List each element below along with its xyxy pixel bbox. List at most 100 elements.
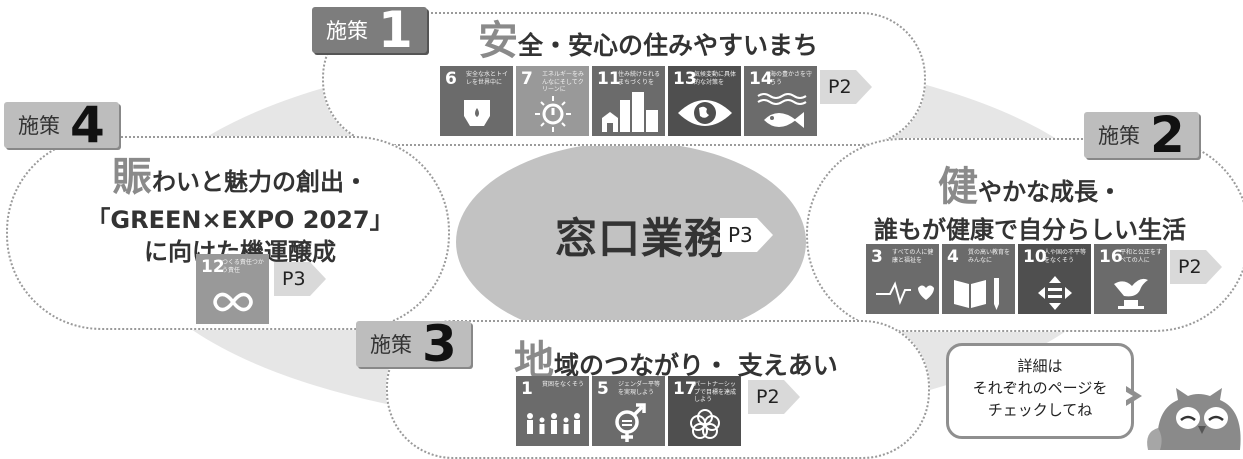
sdg-caption: つくる責任つかう責任 [222,259,264,274]
measure-1-sdg-icons: 6 安全な水とトイレを世界中に 7 エネルギーをみんなにそしてクリーンに 11 … [440,66,817,136]
title-rest: 全・安心の住みやすいまち [518,31,819,60]
page-ref-arrow-icon [783,380,800,414]
sdg-card[interactable]: 17 パートナーシップで目標を達成しよう [668,376,741,446]
page-ref-arrow-icon [855,70,872,104]
title-first-char: 安 [478,18,518,64]
sdg-card[interactable]: 3 すべての人に健康と福祉を [866,244,939,314]
page-ref-label: P2 [1170,250,1206,284]
sdg-number: 17 [673,379,697,399]
sdg-card[interactable]: 13 気候変動に具体的な対策を [668,66,741,136]
sdg-card[interactable]: 14 海の豊かさを守ろう [744,66,817,136]
family-icon [527,413,580,434]
page-ref-label: P2 [820,70,856,104]
center-page-ref[interactable]: P3 [720,218,773,252]
title-first-char: 賑 [112,154,152,200]
page-ref-arrow-icon [756,218,773,252]
title-first-char: 健 [938,164,978,210]
sdg-caption: 貧困をなくそう [542,381,585,388]
sdg-number: 11 [597,69,621,89]
page-ref-arrow-icon [309,262,326,296]
title-rest: やかな成長・ [978,178,1122,206]
title-rest: わいと魅力の創出・ [152,168,368,196]
measure-tag-number: 4 [70,96,105,154]
title-line-2: 「GREEN×EXPO 2027」 [86,206,394,234]
water-drop-icon [464,100,490,126]
measure-tag-label: 施策 [1098,124,1140,148]
sdg-number: 13 [673,69,697,89]
measure-3-title: 地域のつながり・ 支えあい [514,334,838,388]
sdg-number: 14 [749,69,773,89]
book-pencil-icon [954,278,999,310]
measure-4-sdg-icons: 12 つくる責任つかう責任 [196,254,269,324]
sdg-card[interactable]: 1 貧困をなくそう [516,376,589,446]
sdg-number: 5 [597,379,609,399]
infinity-loop-icon [213,292,253,312]
title-rest: 域のつながり・ 支えあい [554,351,838,380]
speech-line-1: 詳細は [1017,357,1063,375]
measure-3-tag: 施策 3 [356,315,471,373]
measure-tag-number: 2 [1150,106,1185,164]
sdg-card[interactable]: 4 質の高い教育をみんなに [942,244,1015,314]
sdg-card[interactable]: 16 平和と公正をすべての人に [1094,244,1167,314]
sdg-number: 7 [521,69,533,89]
owl-mascot-icon [1147,388,1241,450]
sdg-caption: すべての人に健康と福祉を [892,249,934,264]
sdg-caption: 人や国の不平等をなくそう [1044,249,1087,264]
sdg-card[interactable]: 5 ジェンダー平等を実現しよう [592,376,665,446]
equality-arrows-icon [1038,276,1072,310]
sdg-card[interactable]: 10 人や国の不平等をなくそう [1018,244,1091,314]
sdg-caption: 気候変動に具体的な対策を [694,71,737,86]
page-ref-label: P3 [720,218,757,252]
title-line-2: 誰もが健康で自分らしい生活 [874,216,1186,244]
sdg-caption: 安全な水とトイレを世界中に [466,71,509,86]
sdg-caption: ジェンダー平等を実現しよう [618,381,661,396]
sdg-caption: エネルギーをみんなにそしてクリーンに [542,71,585,93]
sdg-card[interactable]: 11 住み続けられるまちづくりを [592,66,665,136]
measure-tag-number: 1 [378,1,413,59]
sdg-number: 12 [201,257,225,277]
fish-waves-icon [757,93,807,128]
sdg-number: 4 [947,247,959,267]
measure-1-page-ref[interactable]: P2 [820,70,872,104]
measure-3-page-ref[interactable]: P2 [748,380,800,414]
city-buildings-icon [602,92,658,132]
sdg-caption: パートナーシップで目標を達成しよう [694,381,737,403]
sdg-caption: 住み続けられるまちづくりを [618,71,661,86]
measure-tag-label: 施策 [326,19,368,43]
eye-earth-icon [678,100,732,126]
sdg-number: 3 [871,247,883,267]
sdg-number: 10 [1023,247,1047,267]
sdg-caption: 平和と公正をすべての人に [1120,249,1163,264]
speech-bubble: 詳細は それぞれのページを チェックしてね [946,343,1134,439]
measure-4-tag: 施策 4 [4,96,119,154]
sdg-number: 16 [1099,247,1123,267]
sdg-number: 1 [521,379,533,399]
gender-equality-icon [615,403,646,442]
speech-line-3: チェックしてね [987,400,1093,419]
heartbeat-icon [876,281,934,306]
page-ref-label: P2 [748,380,784,414]
measure-4-page-ref[interactable]: P3 [274,262,326,296]
page-ref-label: P3 [274,262,310,296]
sdg-card[interactable]: 6 安全な水とトイレを世界中に [440,66,513,136]
sdg-caption: 質の高い教育をみんなに [968,249,1011,264]
measure-2-title: 健やかな成長・ 誰もが健康で自分らしい生活 [840,160,1220,246]
measure-2-tag: 施策 2 [1084,106,1199,164]
measure-1-tag: 施策 1 [312,1,427,59]
dove-gavel-icon [1114,278,1148,309]
measure-2-sdg-icons: 3 すべての人に健康と福祉を 4 質の高い教育をみんなに 10 人や国の不平等を… [866,244,1167,314]
sun-power-icon [535,96,571,132]
speech-line-2: それぞれのページを [972,378,1108,397]
speech-tail-inner [1123,390,1133,402]
measure-4-title: 賑わいと魅力の創出・ 「GREEN×EXPO 2027」 に向けた機運醸成 [50,150,430,269]
measure-2-page-ref[interactable]: P2 [1170,250,1222,284]
sdg-number: 6 [445,69,457,89]
sdg-caption: 海の豊かさを守ろう [770,71,813,86]
sdg-card[interactable]: 7 エネルギーをみんなにそしてクリーンに [516,66,589,136]
measure-tag-number: 3 [422,315,457,373]
page-ref-arrow-icon [1205,250,1222,284]
measure-tag-label: 施策 [370,333,412,357]
sdg-card[interactable]: 12 つくる責任つかう責任 [196,254,269,324]
center-title: 窓口業務 [555,214,728,263]
measure-tag-label: 施策 [18,114,60,138]
